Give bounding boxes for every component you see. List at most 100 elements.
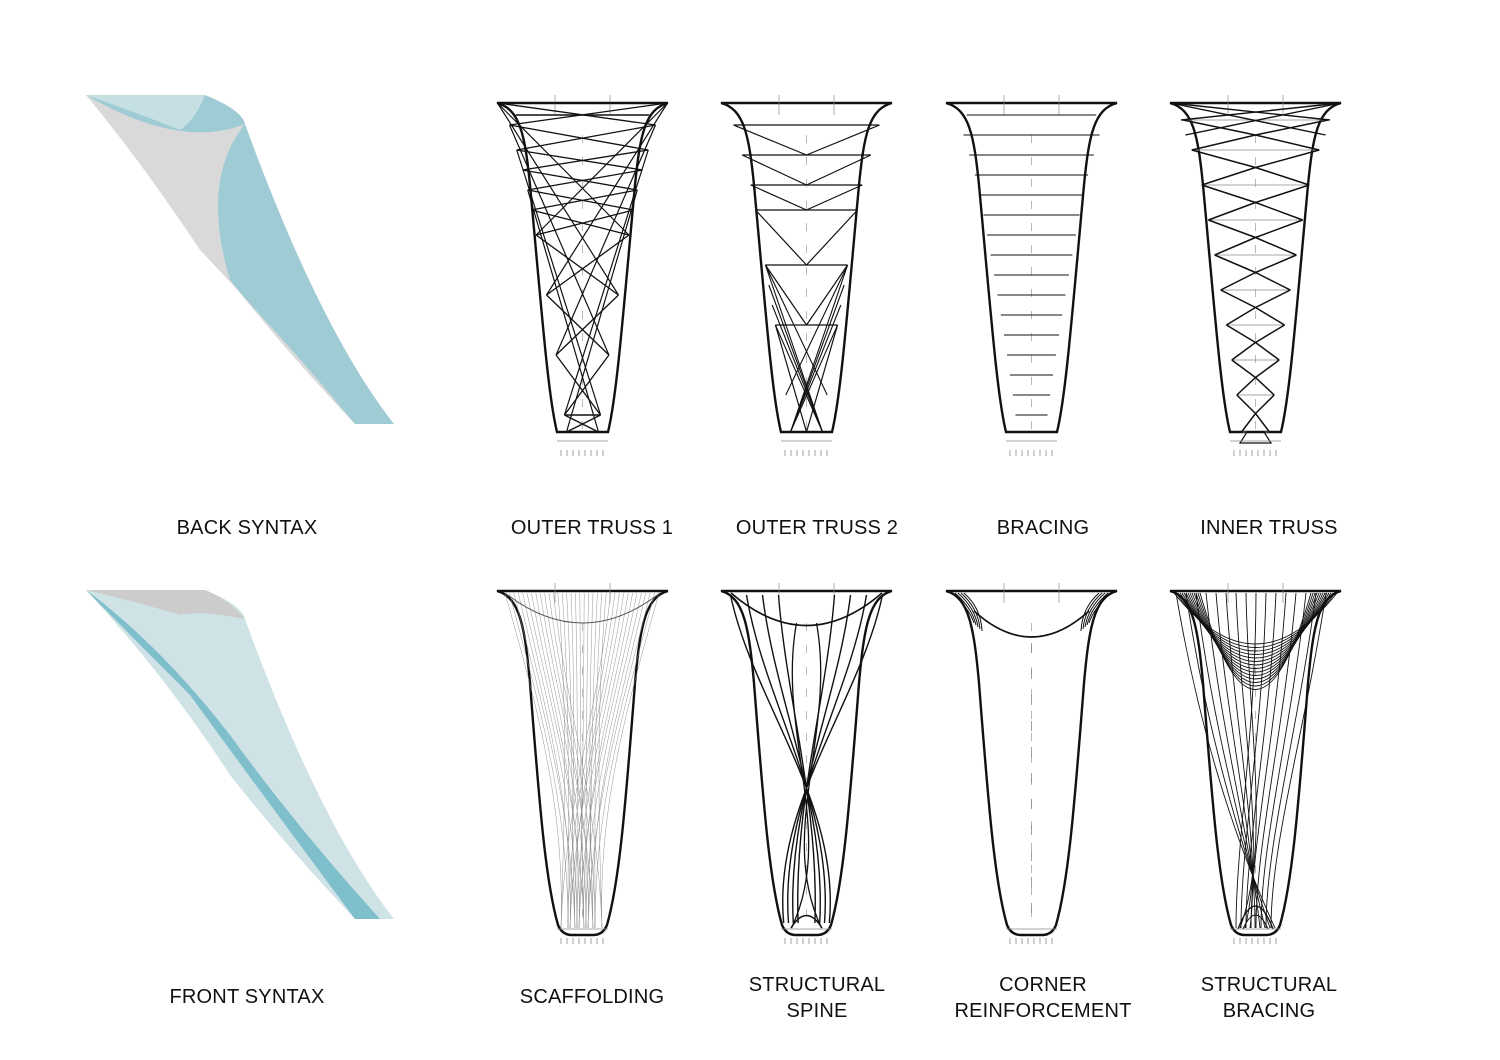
truss-diagonal: [755, 209, 807, 266]
truss-diagonal: [516, 149, 643, 171]
structural-bracing-label: STRUCTURAL BRACING: [1149, 972, 1389, 1024]
inner-truss-diagonal: [1236, 376, 1257, 396]
spine-member: [745, 594, 826, 924]
vase-outline: [945, 589, 1118, 937]
truss-diagonal: [563, 149, 649, 416]
truss-diagonal: [508, 124, 610, 356]
inner-truss-diagonal: [1255, 166, 1310, 186]
truss-diagonal: [733, 124, 807, 156]
spine-member: [761, 594, 821, 924]
inner-truss-diagonal: [1201, 166, 1256, 186]
scaffold-line: [560, 592, 611, 929]
truss-diagonal: [527, 189, 600, 433]
bracing-arc: [1195, 592, 1316, 683]
inner-truss-diagonal: [1255, 324, 1285, 344]
back-syntax-shape: [80, 90, 400, 430]
corner-reinforcement-label: CORNER REINFORCEMENT: [923, 972, 1163, 1024]
inner-truss-diagonal: [1191, 149, 1256, 169]
bracing-cross: [1240, 592, 1267, 929]
truss-diagonal: [527, 189, 634, 211]
truss-diagonal: [522, 169, 638, 191]
truss-diagonal: [509, 102, 668, 126]
outer-truss-1-label: OUTER TRUSS 1: [510, 517, 674, 539]
corner-strand: [1084, 592, 1106, 628]
truss-diagonal: [565, 189, 638, 433]
bracing-cross: [1245, 592, 1277, 929]
truss-diagonal: [496, 102, 619, 296]
truss-diagonal: [563, 354, 610, 416]
bracing-loop: [1242, 914, 1269, 930]
truss-diagonal: [764, 264, 824, 433]
scaffold-line: [592, 592, 647, 929]
spine-member: [787, 594, 868, 924]
truss-diagonal: [546, 294, 610, 356]
vase-outline: [1169, 589, 1342, 937]
bracing-cross: [1270, 592, 1327, 929]
truss-diagonal: [768, 284, 824, 433]
truss-diagonal: [497, 102, 630, 236]
truss-diagonal: [764, 264, 807, 326]
inner-truss-diagonal: [1180, 102, 1341, 121]
truss-diagonal: [806, 184, 863, 211]
bracing-loop: [1237, 905, 1274, 930]
inner-truss-diagonal: [1255, 184, 1310, 204]
inner-truss-diagonal: [1220, 289, 1256, 309]
truss-diagonal: [806, 209, 858, 266]
inner-truss-diagonal: [1255, 271, 1291, 291]
inner-truss-diagonal: [1185, 102, 1341, 136]
inner-truss-diagonal: [1220, 271, 1256, 291]
truss-diagonal: [806, 154, 872, 186]
truss-diagonal: [806, 124, 880, 156]
truss-diagonal: [774, 324, 824, 433]
scaffold-line: [504, 592, 562, 929]
scaffold-line: [526, 592, 585, 929]
bracing-cross: [1255, 592, 1297, 929]
scaffold-line: [583, 592, 633, 929]
inner-truss-diagonal: [1254, 413, 1271, 433]
scaffold-line: [578, 592, 585, 929]
bracing-cross: [1235, 592, 1257, 929]
structural-spine-label-line-2: SPINE: [786, 1000, 848, 1022]
front-syntax-label: FRONT SYNTAX: [169, 986, 325, 1008]
outer-truss-2-label: OUTER TRUSS 2: [735, 517, 899, 539]
scaffold-line: [557, 592, 565, 929]
corner-strand: [1088, 592, 1112, 624]
scaffold-line: [585, 592, 642, 929]
vase-outline: [1169, 101, 1342, 434]
bracing-arc: [1187, 592, 1324, 669]
inner-truss-diagonal: [1191, 134, 1256, 151]
structural-spine-label: STRUCTURAL SPINE: [697, 972, 937, 1024]
spine-member: [729, 594, 831, 924]
truss-diagonal: [546, 102, 669, 296]
corner-strand: [954, 592, 977, 626]
inner-truss-label: INNER TRUSS: [1200, 517, 1338, 539]
spine-member: [797, 594, 836, 924]
scaffold-line: [569, 592, 625, 929]
truss-diagonal: [771, 304, 824, 433]
spine-loop: [790, 914, 823, 929]
inner-truss-diagonal: [1255, 219, 1303, 239]
truss-diagonal: [516, 124, 656, 151]
scaffolding-diagram: [495, 583, 670, 953]
spine-arc: [730, 592, 883, 627]
vase-outline: [720, 101, 893, 434]
inner-truss-diagonal: [1255, 254, 1297, 274]
truss-diagonal: [555, 354, 602, 416]
truss-diagonal: [555, 294, 619, 356]
corner-strand: [1080, 592, 1100, 632]
scaffolding-label-line: SCAFFOLDING: [519, 986, 665, 1008]
bracing-cross: [1175, 592, 1276, 929]
corner-strand: [951, 592, 975, 624]
truss-diagonal: [535, 209, 634, 236]
spine-member: [782, 594, 884, 924]
inner-truss-diagonal: [1255, 149, 1320, 169]
inner-truss-diagonal: [1201, 184, 1256, 204]
back-syntax-label: BACK SYNTAX: [176, 517, 318, 539]
corner-strand: [1086, 592, 1109, 626]
inner-truss-diagonal: [1254, 376, 1275, 396]
truss-diagonal: [527, 169, 643, 191]
inner-truss-diagonal: [1231, 341, 1256, 361]
truss-diagonal: [546, 234, 630, 296]
inner-truss-diagonal: [1170, 102, 1326, 136]
bracing-cross: [1195, 592, 1266, 929]
